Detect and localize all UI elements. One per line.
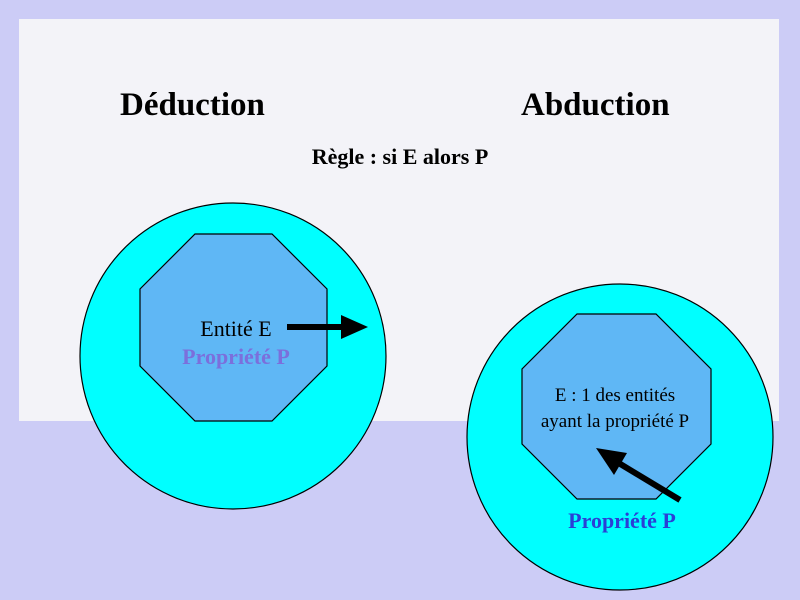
abduction-title: Abduction	[521, 87, 670, 123]
deduction-arrow	[287, 315, 368, 339]
abduction-entities-label: E : 1 des entités ayant la propriété P	[520, 383, 710, 435]
rule-statement: Règle : si E alors P	[311, 144, 489, 169]
abduction-entities-line1: E : 1 des entités	[554, 385, 676, 406]
deduction-property-label: Propriété P	[182, 344, 290, 369]
deduction-title: Déduction	[120, 87, 265, 123]
abduction-property-label: Propriété P	[568, 508, 676, 533]
deduction-octagon	[139, 233, 328, 422]
abduction-entities-line2: ayant la propriété P	[540, 411, 690, 432]
deduction-entity-label: Entité E	[200, 316, 272, 341]
abduction-arrow	[596, 448, 682, 503]
abduction-octagon	[521, 313, 712, 500]
